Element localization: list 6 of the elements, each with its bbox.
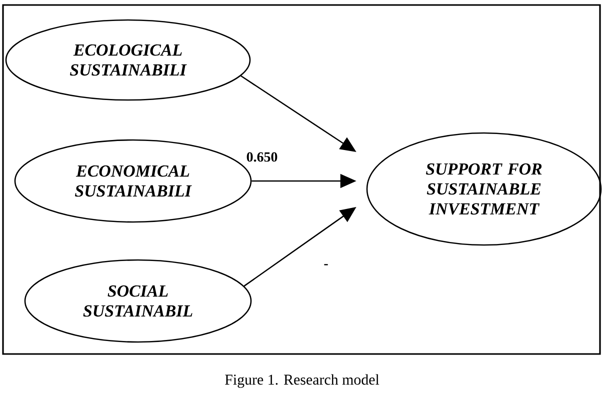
ellipse-node: SOCIAL SUSTAINABIL	[24, 259, 252, 343]
ellipse-node: ECOLOGICAL SUSTAINABILI	[5, 19, 251, 101]
ellipse-node: SUPPORT FOR SUSTAINABLE INVESTMENT	[366, 132, 602, 246]
caption: Figure 1. Research model	[225, 374, 380, 388]
edge-label: -	[322, 263, 330, 269]
edge-label: 0.650	[245, 151, 279, 163]
